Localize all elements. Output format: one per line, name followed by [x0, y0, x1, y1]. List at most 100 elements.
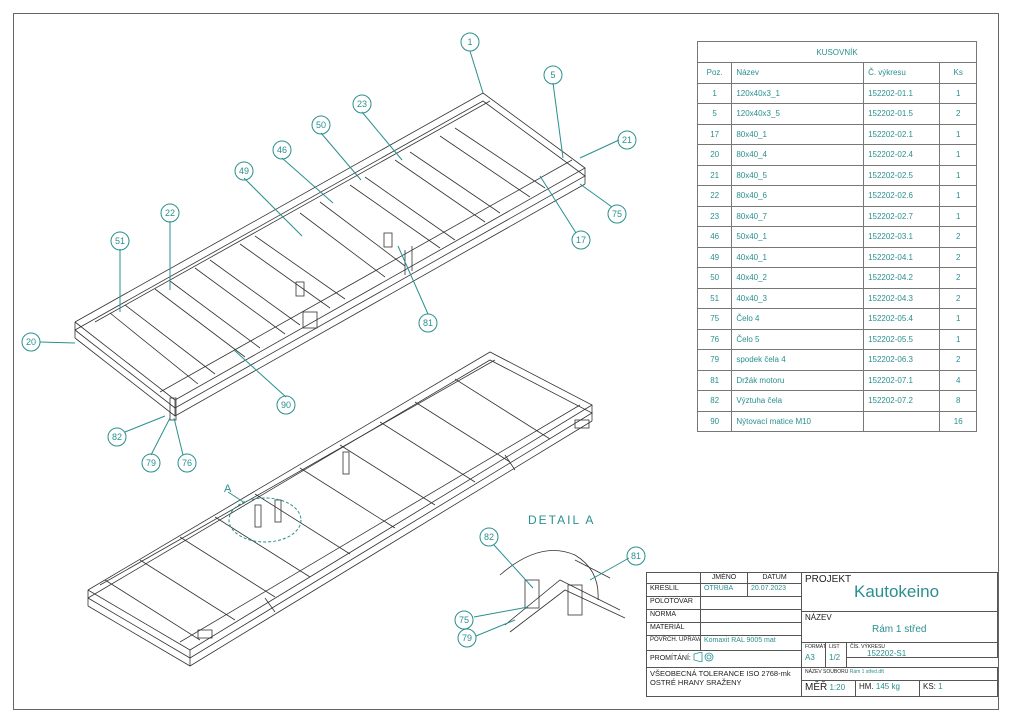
balloon: 82 [107, 427, 127, 447]
balloons-detail: 82 81 75 79 [454, 527, 646, 648]
tb-projekt: PROJEKT Kautokeino [801, 572, 998, 612]
tb-hmotnost: HM. 145 kg [855, 680, 920, 697]
projection-symbol-icon [693, 651, 715, 664]
svg-text:17: 17 [576, 235, 586, 245]
tb-ks-value: 1 [938, 682, 943, 691]
tb-soubor-label: NÁZEV SOUBORU [805, 669, 849, 675]
svg-text:5: 5 [550, 70, 555, 80]
section-label: A [224, 483, 232, 495]
tb-kreslil-name: OTRUBA [700, 583, 748, 597]
svg-text:75: 75 [612, 209, 622, 219]
bom-pos: 50 [696, 267, 733, 289]
bom-pos: 5 [696, 103, 733, 125]
frame-view-top [74, 92, 586, 421]
balloon: 5 [543, 65, 563, 85]
bom-drawing-no: 152202-02.5 [863, 164, 941, 186]
svg-text:81: 81 [423, 318, 433, 328]
svg-text:81: 81 [631, 551, 641, 561]
tb-cislo-value: 152202-S1 [867, 649, 907, 658]
svg-text:50: 50 [316, 120, 326, 130]
tb-promitani: PROMÍTÁNÍ: [646, 650, 802, 668]
bom-qty: 1 [939, 205, 977, 227]
bom-pos: 75 [696, 308, 733, 330]
tb-list-label: LIST [829, 644, 840, 650]
bom-qty: 2 [939, 226, 977, 248]
bom-drawing-no: 152202-02.1 [863, 123, 941, 145]
svg-text:20: 20 [26, 337, 36, 347]
bom-qty: 4 [939, 369, 977, 391]
svg-text:23: 23 [357, 99, 367, 109]
bom-drawing-no: 152202-06.3 [863, 349, 941, 371]
tb-soubor-value: Rám 1 střed.dft [849, 669, 884, 675]
bom-name: 40x40_3 [731, 287, 865, 309]
svg-text:90: 90 [281, 400, 291, 410]
drawing-frame [13, 13, 999, 710]
tb-polotovar-label: POLOTOVAR [646, 596, 701, 610]
bom-name: 80x40_4 [731, 144, 865, 166]
tb-hmotnost-label: HM. [859, 682, 874, 691]
tb-format-value: A3 [805, 653, 815, 662]
balloon: 75 [454, 610, 474, 630]
balloon: 46 [272, 140, 292, 160]
bom-name: 50x40_1 [731, 226, 865, 248]
tb-povrch-label: POVRCH. ÚPRAVA [646, 635, 701, 651]
bom-qty: 2 [939, 267, 977, 289]
balloon: 79 [457, 628, 477, 648]
tb-list: LIST 1/2 [825, 642, 847, 668]
svg-text:22: 22 [165, 208, 175, 218]
svg-text:82: 82 [112, 432, 122, 442]
bom-name: 40x40_1 [731, 246, 865, 268]
svg-text:49: 49 [239, 166, 249, 176]
tb-kreslil-label: KRESLIL [646, 583, 701, 597]
bom-pos: 51 [696, 287, 733, 309]
bom-name: spodek čela 4 [731, 349, 865, 371]
bom-name: Výztuha čela [731, 390, 865, 412]
tb-norma-value [700, 609, 802, 623]
bom-pos: 21 [696, 164, 733, 186]
tb-ks-label: KS: [923, 682, 936, 691]
bom-name: 120x40x3_1 [731, 82, 865, 104]
balloon: 79 [141, 453, 161, 473]
balloon: 20 [21, 332, 41, 352]
bom-qty: 2 [939, 246, 977, 268]
bom-name: 40x40_2 [731, 267, 865, 289]
bom-pos: 81 [696, 369, 733, 391]
svg-text:75: 75 [459, 615, 469, 625]
bom-pos: 82 [696, 390, 733, 412]
bom-qty: 16 [939, 410, 977, 432]
bom-pos: 17 [696, 123, 733, 145]
tb-meritko-value: 1:20 [829, 683, 846, 692]
balloon: 75 [607, 204, 627, 224]
tb-povrch-value: Komaxit RAL 9005 mat [700, 635, 802, 651]
bom-pos: 1 [696, 82, 733, 104]
detail-a-view [499, 550, 626, 633]
bom-drawing-no: 152202-07.1 [863, 369, 941, 391]
bom-pos: 23 [696, 205, 733, 227]
bom-drawing-no: 152202-02.4 [863, 144, 941, 166]
tb-ks: KS: 1 [919, 680, 998, 697]
tb-promitani-label: PROMÍTÁNÍ: [650, 654, 691, 662]
svg-text:79: 79 [462, 633, 472, 643]
tb-nazev: NÁZEV Rám 1 střed [801, 611, 998, 643]
tb-cislo-label: ČÍS. VÝKRESU [850, 644, 886, 650]
tb-norma-label: NORMA [646, 609, 701, 623]
tb-meritko-label: MĚŘ [805, 682, 828, 693]
bom-pos: 46 [696, 226, 733, 248]
bom-qty: 1 [939, 144, 977, 166]
bom-drawing-no: 152202-05.4 [863, 308, 941, 330]
frame-view-bottom [87, 351, 593, 667]
tb-list-value: 1/2 [829, 653, 841, 662]
bom-qty: 2 [939, 287, 977, 309]
balloon: 17 [571, 230, 591, 250]
bom-drawing-no: 152202-02.6 [863, 185, 941, 207]
tb-soubor: NÁZEV SOUBORU Rám 1 střed.dft [801, 667, 998, 681]
bom-qty: 1 [939, 328, 977, 350]
